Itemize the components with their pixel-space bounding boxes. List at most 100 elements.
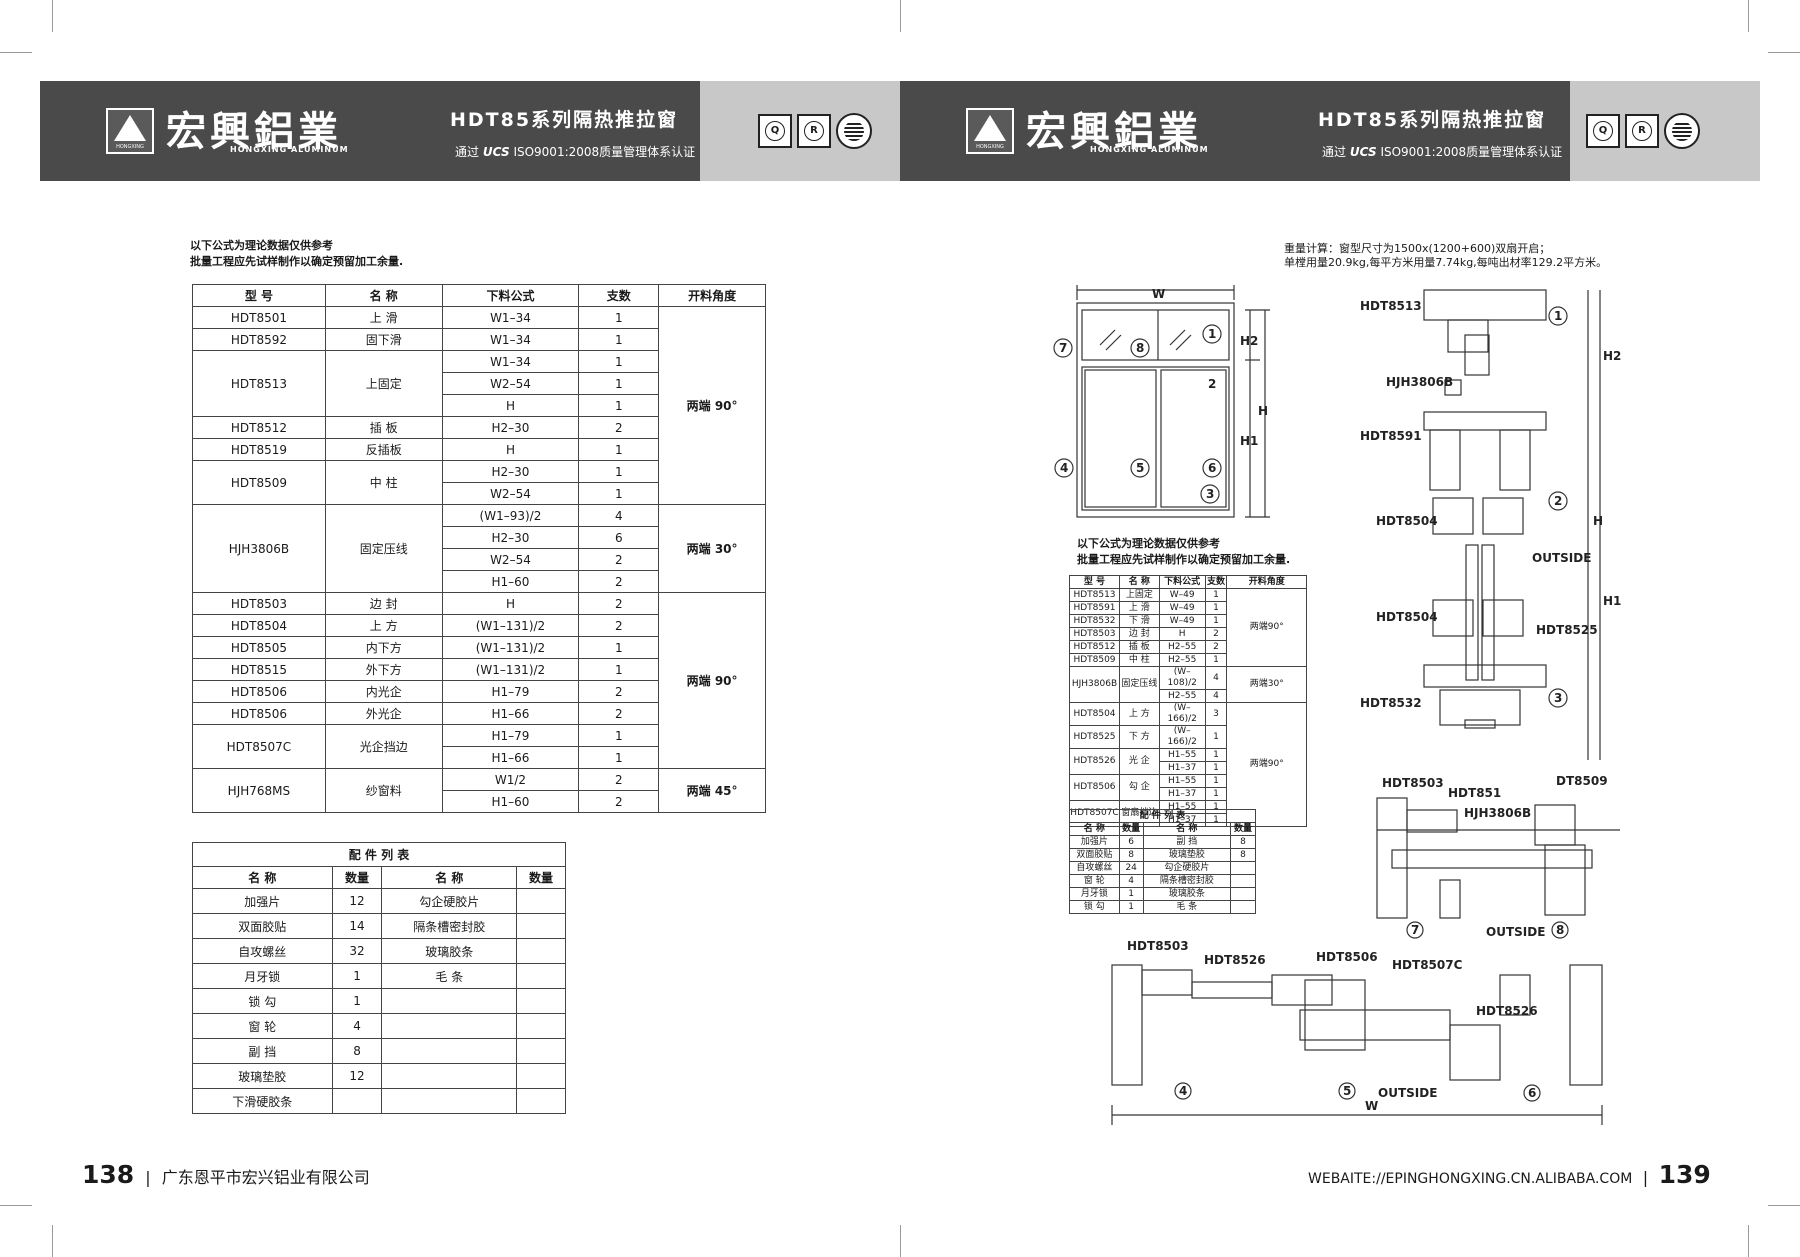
iso-text: 通过 UCS ISO9001:2008质量管理体系认证 xyxy=(455,145,696,159)
part-label: HDT8525 xyxy=(1536,623,1598,637)
svg-text:2: 2 xyxy=(1554,494,1562,508)
svg-text:1: 1 xyxy=(1554,309,1562,323)
series-title: HDT85系列隔热推拉窗 xyxy=(1318,109,1547,131)
svg-text:8: 8 xyxy=(1136,341,1144,355)
company-name: 广东恩平市宏兴铝业有限公司 xyxy=(161,1168,370,1187)
table-header: 名 称 xyxy=(324,284,443,307)
svg-text:H1: H1 xyxy=(1603,594,1621,608)
svg-text:4: 4 xyxy=(1060,461,1068,475)
cert-panel: Q R xyxy=(700,81,900,181)
part-label: HJH3806B xyxy=(1464,806,1531,820)
dim-h: H xyxy=(1258,404,1268,418)
dim-h2: H2 xyxy=(1240,334,1258,348)
crop-mark xyxy=(1768,52,1800,53)
crop-mark xyxy=(900,1225,901,1257)
crop-mark xyxy=(900,0,901,32)
weight-notes: 重量计算：窗型尺寸为1500x(1200+600)双扇开启； 单樘用量20.9k… xyxy=(1284,242,1608,269)
table-header-row: 型 号名 称下料公式支数开料角度 xyxy=(1069,575,1307,589)
right-header: HONGXING 宏興鋁業 HONGXING ALUMINUM HDT85系列隔… xyxy=(900,81,1760,181)
table-header: 型 号 xyxy=(192,284,326,307)
svg-text:1: 1 xyxy=(1208,327,1216,341)
svg-text:5: 5 xyxy=(1136,461,1144,475)
part-label: HDT8526 xyxy=(1204,953,1266,967)
outside-label: OUTSIDE xyxy=(1532,551,1591,565)
table-row: 下滑硬胶条 xyxy=(192,1088,566,1114)
cert-r-icon: R xyxy=(1625,114,1659,148)
right-notes: 以下公式为理论数据仅供参考 批量工程应先试样制作以确定预留加工余量. xyxy=(1077,537,1291,566)
crop-mark xyxy=(0,1205,32,1206)
crop-mark xyxy=(52,1225,53,1257)
part-label: HDT851 xyxy=(1448,786,1501,800)
part-label: HDT8526 xyxy=(1476,1004,1538,1018)
cert-globe-icon xyxy=(836,113,872,149)
crop-mark xyxy=(0,52,32,53)
svg-text:3: 3 xyxy=(1206,487,1214,501)
brand-name-en: HONGXING ALUMINUM xyxy=(1090,145,1209,154)
table-header-row: 名 称数量名 称数量 xyxy=(192,866,566,889)
part-label: HJH3806B xyxy=(1386,375,1453,389)
part-label: HDT8503 xyxy=(1127,939,1189,953)
right-footer: WEBAITE://EPINGHONGXING.CN.ALIBABA.COM |… xyxy=(1308,1160,1711,1189)
svg-text:5: 5 xyxy=(1343,1084,1351,1098)
brand-name-en: HONGXING ALUMINUM xyxy=(230,145,349,154)
part-label: HDT8513 xyxy=(1360,299,1422,313)
horizontal-detail xyxy=(1376,797,1620,939)
svg-text:3: 3 xyxy=(1554,691,1562,705)
cert-q-icon: Q xyxy=(1586,114,1620,148)
vertical-section xyxy=(1423,289,1601,760)
brand-name: 宏興鋁業 xyxy=(166,108,342,155)
crop-mark xyxy=(1748,1225,1749,1257)
svg-text:6: 6 xyxy=(1528,1086,1536,1100)
company-logo: HONGXING xyxy=(106,108,154,154)
brand-name: 宏興鋁業 xyxy=(1026,108,1202,155)
crop-mark xyxy=(1748,0,1749,32)
dim-w: W xyxy=(1152,287,1165,301)
website: WEBAITE://EPINGHONGXING.CN.ALIBABA.COM xyxy=(1308,1171,1633,1187)
svg-text:H: H xyxy=(1593,514,1603,528)
page-number: 139 xyxy=(1658,1160,1711,1189)
svg-text:W: W xyxy=(1365,1099,1378,1113)
part-label: HDT8504 xyxy=(1376,610,1438,624)
svg-text:6: 6 xyxy=(1208,461,1216,475)
dim-h1: H1 xyxy=(1240,434,1258,448)
page-number: 138 xyxy=(82,1160,135,1189)
part-label: HDT8532 xyxy=(1360,696,1422,710)
table-header: 开料角度 xyxy=(658,284,766,307)
part-label: DT8509 xyxy=(1556,774,1608,788)
part-label: HDT8503 xyxy=(1382,776,1444,790)
series-title: HDT85系列隔热推拉窗 xyxy=(450,109,679,131)
svg-text:H2: H2 xyxy=(1603,349,1621,363)
part-label: HDT8506 xyxy=(1316,950,1378,964)
table-header: 支数 xyxy=(578,284,660,307)
